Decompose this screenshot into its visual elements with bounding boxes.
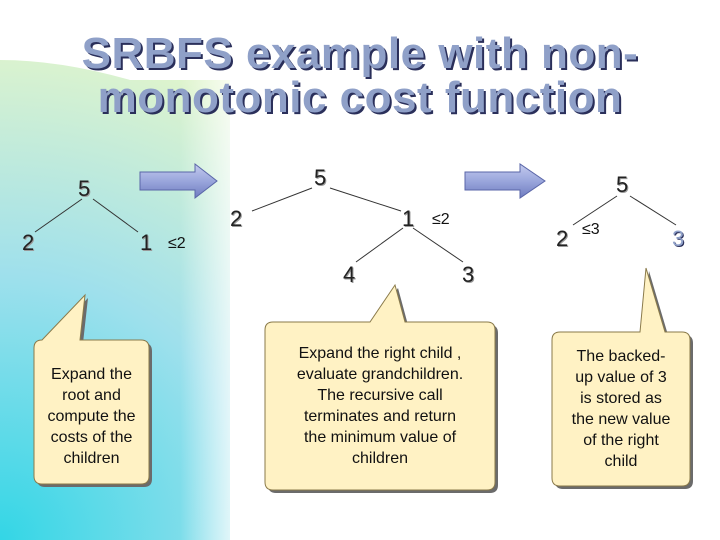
callout-3-line: child [604, 453, 638, 470]
callout-1-line: children [63, 450, 120, 467]
callout-3-text: The backed- up value of 3 is stored as t… [552, 346, 690, 472]
edge-s2-child-left [355, 227, 404, 263]
edge-s3-root-left [572, 195, 618, 226]
callout-3 [551, 267, 693, 489]
s1-root-node: 5 [78, 176, 91, 201]
band-fade [180, 60, 250, 540]
s3-root-node: 5 [616, 172, 629, 197]
callout-2-line: The recursive call [317, 387, 443, 404]
s1-right-child-node: 1 [140, 230, 153, 255]
s2-left-child-node: 2 [230, 206, 243, 231]
callout-2-line: Expand the right child , [298, 345, 462, 362]
callout-3-line: is stored as [580, 390, 662, 407]
s2-root-node: 5 [314, 165, 327, 190]
callout-3-line: up value of 3 [575, 369, 667, 386]
callout-3-line: of the right [583, 432, 659, 449]
edge-s2-child-right [412, 227, 464, 263]
callout-2-line: children [351, 450, 409, 467]
callout-3-line: The backed- [576, 348, 666, 365]
callout-2-line: evaluate grandchildren. [296, 366, 464, 383]
callout-2-text: Expand the right child , evaluate grandc… [265, 343, 495, 469]
edge-s2-root-left [251, 187, 313, 212]
edge-s3-root-right [629, 195, 677, 226]
s2-grandchild-left-node: 4 [343, 262, 356, 287]
callout-1-line: compute the [47, 408, 136, 425]
callout-2 [264, 283, 498, 493]
s2-right-child-node: 1 [402, 206, 415, 231]
s1-left-child-node: 2 [22, 230, 35, 255]
s2-grandchild-right-node: 3 [462, 262, 475, 287]
step-arrow-2 [464, 163, 546, 199]
title-line-2: monotonic cost function [97, 73, 623, 122]
callout-2-line: terminates and return [303, 408, 457, 425]
title-line-1: SRBFS example with non- [81, 29, 639, 78]
s1-right-bound: ≤2 [168, 235, 186, 252]
callout-1-text: Expand the root and compute the costs of… [34, 364, 149, 469]
edge-s1-root-left [34, 198, 83, 233]
edge-s1-root-right [92, 198, 139, 233]
callout-3-line: the new value [571, 411, 671, 428]
callout-1-line: costs of the [50, 429, 133, 446]
callout-1 [33, 293, 152, 487]
s3-left-child-node: 2 [556, 226, 569, 251]
edge-s2-root-right [329, 187, 402, 212]
s3-right-child-node: 3 [672, 226, 685, 251]
callout-1-line: root and [62, 387, 121, 404]
s3-left-bound: ≤3 [582, 221, 600, 238]
step-arrow-1 [139, 162, 218, 200]
callout-1-line: Expand the [51, 366, 132, 383]
callout-2-line: the minimum value of [303, 429, 457, 446]
s2-right-bound: ≤2 [432, 211, 450, 228]
